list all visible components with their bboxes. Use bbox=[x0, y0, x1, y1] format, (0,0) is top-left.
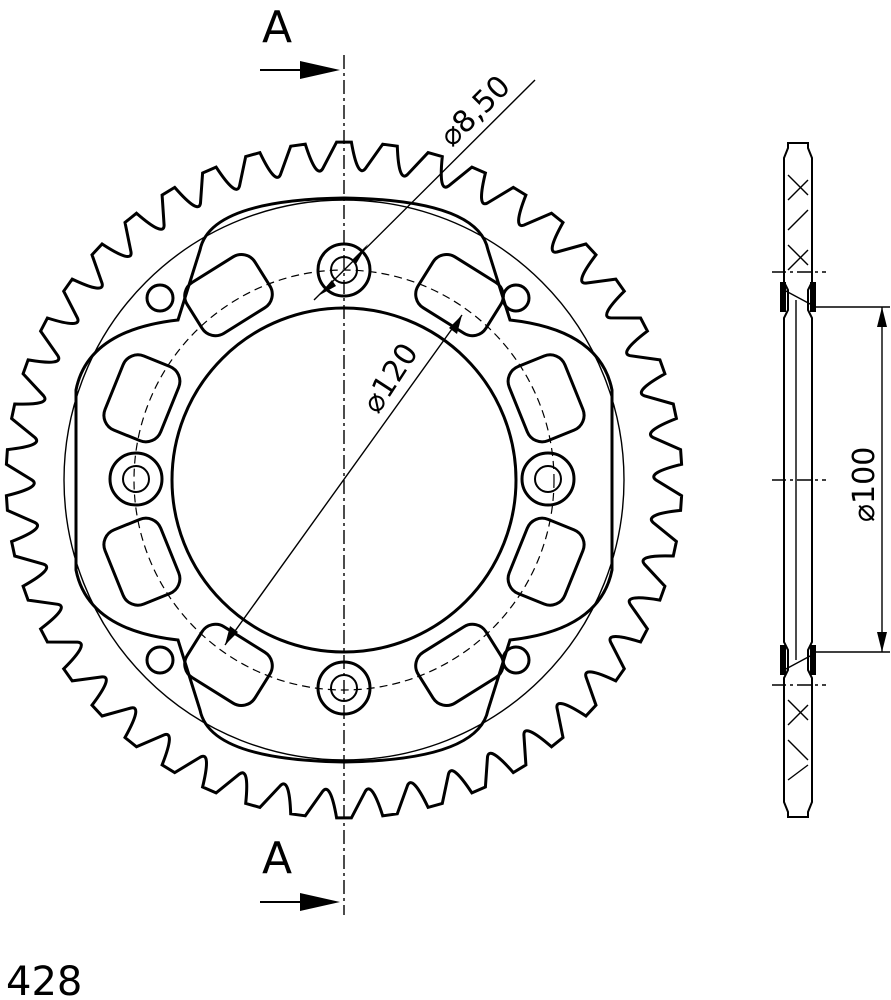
side-profile-outline bbox=[783, 142, 813, 818]
bolt-hole-leader-arrow-2 bbox=[352, 244, 368, 264]
auxiliary-hole bbox=[501, 645, 531, 675]
bolt-hole bbox=[108, 451, 164, 507]
bolt-hole-dimension-label: ⌀8,50 bbox=[433, 69, 518, 154]
lightening-pocket bbox=[414, 622, 505, 707]
bore-dimension-label: ⌀100 bbox=[847, 447, 882, 522]
bolt-hole bbox=[520, 451, 576, 507]
bolt-circle-dimension-label: ⌀120 bbox=[355, 337, 425, 419]
side-bolt-clamp-bottom bbox=[780, 645, 786, 675]
sprocket-teeth-outline bbox=[4, 140, 684, 820]
bolt-hole-leader-arrow-1 bbox=[318, 280, 336, 296]
auxiliary-hole bbox=[145, 283, 175, 313]
auxiliary-holes bbox=[145, 283, 531, 675]
front-view: A A ⌀8,50 ⌀120 bbox=[4, 2, 684, 915]
section-label-top: A bbox=[262, 2, 292, 53]
side-bolt-clamp-bottom-r bbox=[810, 645, 816, 675]
section-arrow-bottom-head bbox=[300, 893, 340, 911]
chain-pitch-label: 428 bbox=[6, 959, 82, 1000]
section-arrow-top-head bbox=[300, 61, 340, 79]
lightening-pocket bbox=[414, 253, 505, 338]
bore-diameter-value: 100 bbox=[847, 447, 882, 504]
bore-arrow-top bbox=[877, 307, 887, 327]
side-bolt-clamp-top bbox=[780, 282, 786, 312]
bolt-hole-leader-line bbox=[313, 79, 536, 301]
lightening-pocket bbox=[506, 516, 586, 607]
lightening-pocket bbox=[506, 353, 586, 444]
auxiliary-hole bbox=[501, 283, 531, 313]
side-bolt-clamp-top-r bbox=[810, 282, 816, 312]
bolt-hole bbox=[534, 465, 562, 493]
lightening-pocket bbox=[183, 622, 274, 707]
lightening-pocket bbox=[102, 516, 182, 607]
lightening-pockets bbox=[102, 253, 586, 707]
side-section-view: ⌀100 bbox=[772, 142, 890, 818]
bolt-circle-dimension-line bbox=[224, 314, 463, 646]
auxiliary-hole bbox=[145, 645, 175, 675]
bolt-hole bbox=[122, 465, 150, 493]
bolt-circle-arrow-bottom bbox=[225, 626, 238, 645]
bolt-circle-arrow-top bbox=[449, 315, 462, 334]
diameter-symbol-3: ⌀ bbox=[847, 504, 882, 522]
side-hatching bbox=[783, 174, 813, 781]
lightening-pocket bbox=[102, 353, 182, 444]
lightening-pocket bbox=[183, 253, 274, 338]
bore-arrow-bottom bbox=[877, 632, 887, 652]
section-label-bottom: A bbox=[262, 833, 292, 884]
